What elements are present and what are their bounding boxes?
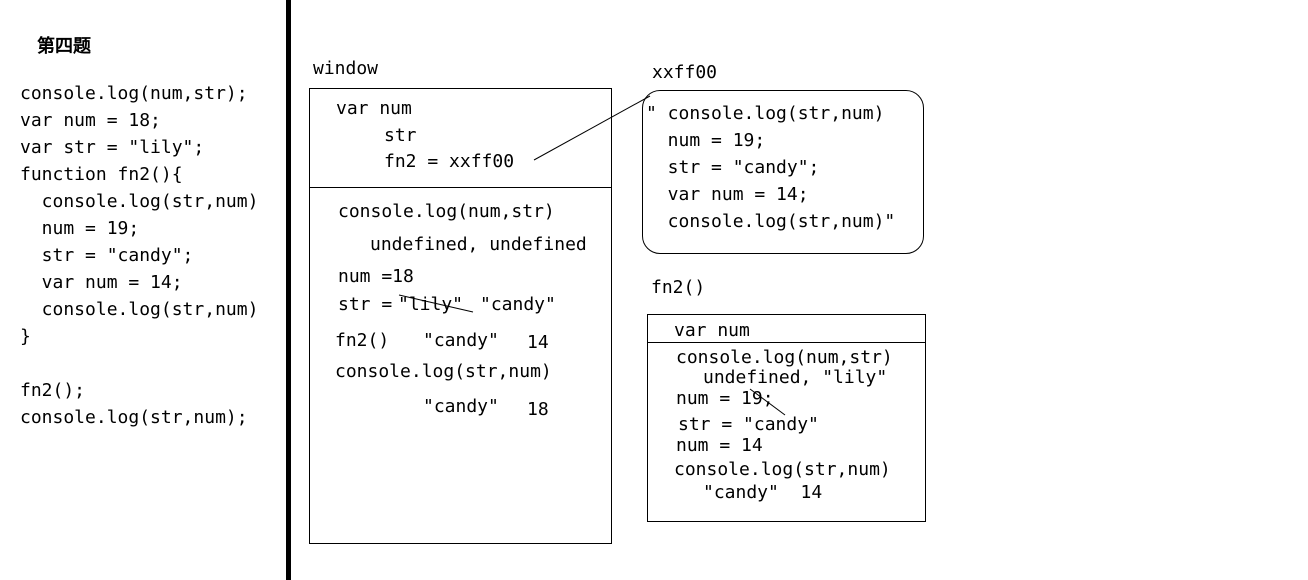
problem-title: 第四题 [37, 36, 91, 57]
fn2-log1: console.log(num,str) [676, 347, 893, 368]
code-line: function fn2(){ [20, 164, 183, 185]
window-fn2-decl: fn2 = xxff00 [384, 151, 515, 172]
window-str-old-value: "lily" [398, 294, 464, 315]
window-scope-box [309, 88, 612, 544]
window-log2-result-num: 18 [527, 399, 549, 420]
code-line: var num = 18; [20, 110, 161, 131]
code-listing: console.log(num,str); var num = 18; var st… [20, 80, 258, 431]
num19-strike-line [749, 388, 786, 416]
heap-function-body: " console.log(str,num) num = 19; str = "… [646, 100, 895, 235]
code-line: var num = 14; [20, 272, 183, 293]
fn2-str-assign: str = "candy" [678, 414, 819, 435]
window-str-decl: str [384, 125, 417, 146]
fn2-var-num: var num [674, 320, 750, 341]
code-line: num = 19; [20, 218, 140, 239]
window-str-assign-prefix: str = [338, 294, 404, 315]
fn2-num-assign2: num = 14 [676, 435, 763, 456]
window-fn2-result-str: "candy" [423, 330, 499, 351]
window-num-assign: num =18 [338, 266, 414, 287]
heap-code-line: str = "candy"; [646, 157, 820, 178]
heap-address-label: xxff00 [652, 62, 718, 83]
window-log1-result: undefined, undefined [370, 234, 587, 255]
fn2-num-assign: num = 19; [676, 388, 774, 409]
heap-code-line: console.log(str,num)" [646, 211, 896, 232]
code-line: } [20, 326, 31, 347]
window-log2: console.log(str,num) [335, 361, 552, 382]
heap-code-line: " console.log(str,num) [646, 103, 885, 124]
fn2-log2-result: "candy" 14 [703, 482, 823, 503]
heap-code-line: num = 19; [646, 130, 766, 151]
code-line: fn2(); [20, 380, 86, 401]
fn2-log1-result: undefined, "lily" [703, 367, 888, 388]
code-line: str = "candy"; [20, 245, 194, 266]
window-str-new-value: "candy" [480, 294, 556, 315]
panel-divider [286, 0, 291, 580]
fn2-scope-box [647, 314, 926, 522]
code-line: console.log(str,num) [20, 191, 259, 212]
fn2-pointer-line [533, 95, 651, 161]
code-line: console.log(num,str); [20, 83, 248, 104]
code-line: console.log(str,num) [20, 299, 259, 320]
fn2-log2: console.log(str,num) [674, 459, 891, 480]
window-log1: console.log(num,str) [338, 201, 555, 222]
window-var-num: var num [336, 98, 412, 119]
window-label: window [313, 58, 379, 79]
window-divider [309, 187, 612, 188]
fn2-divider [647, 342, 926, 343]
code-line: var str = "lily"; [20, 137, 205, 158]
heap-code-line: var num = 14; [646, 184, 809, 205]
window-log2-result-str: "candy" [423, 396, 499, 417]
fn2-scope-label: fn2() [651, 277, 706, 298]
window-fn2-call: fn2() [335, 330, 390, 351]
heap-function-body-box [642, 90, 924, 254]
code-line: console.log(str,num); [20, 407, 248, 428]
window-fn2-result-num: 14 [527, 332, 549, 353]
lily-strike-line [398, 294, 474, 313]
